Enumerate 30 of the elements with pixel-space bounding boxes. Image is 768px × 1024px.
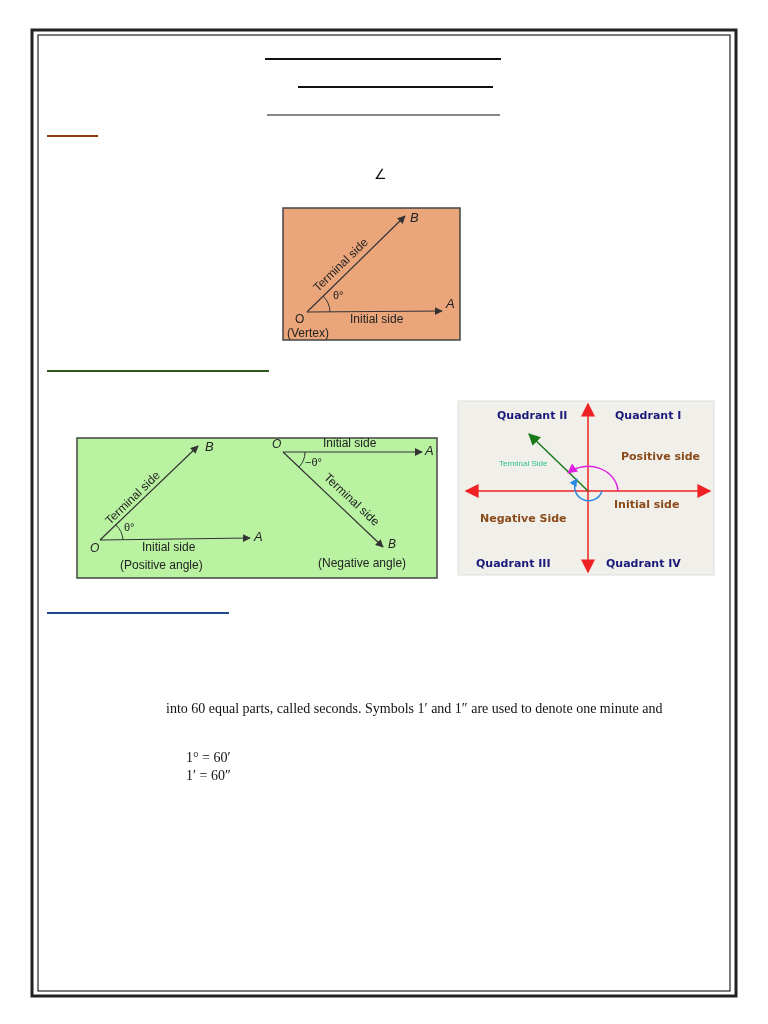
side-label: Positive side [621,451,701,462]
point-label: B [388,538,396,550]
point-label: B [410,211,419,224]
quadrant-label: Quadrant II [497,410,568,421]
caption: (Positive angle) [120,559,203,571]
point-label: O [272,438,282,450]
caption: (Negative angle) [318,557,407,569]
angle-symbol: ∠ [374,168,387,182]
equation: 1′ = 60″ [186,769,231,783]
point-label: O [90,542,100,554]
side-label: Initial side [142,541,196,553]
equation: 1° = 60′ [186,751,231,765]
caption: (Vertex) [287,327,329,339]
point-label: A [254,530,263,543]
side-label: Negative Side [480,513,567,524]
point-label: O [295,313,305,325]
body-text: into 60 equal parts, called seconds. Symbols 1′ and 1″ are used to denote one minute and [166,702,663,716]
side-label: Terminal Side [499,460,548,468]
angle-label: θ° [124,522,135,533]
quadrant-label: Quadrant III [476,558,551,569]
point-label: A [425,444,434,457]
side-label: Initial side [614,499,680,510]
point-label: A [446,297,455,310]
side-label: Initial side [323,437,377,449]
point-label: B [205,440,214,453]
angle-label: −θ° [305,457,322,468]
quadrant-label: Quadrant IV [606,558,681,569]
quadrant-label: Quadrant I [615,410,682,421]
side-label: Initial side [350,313,404,325]
angle-label: θ° [333,290,344,301]
